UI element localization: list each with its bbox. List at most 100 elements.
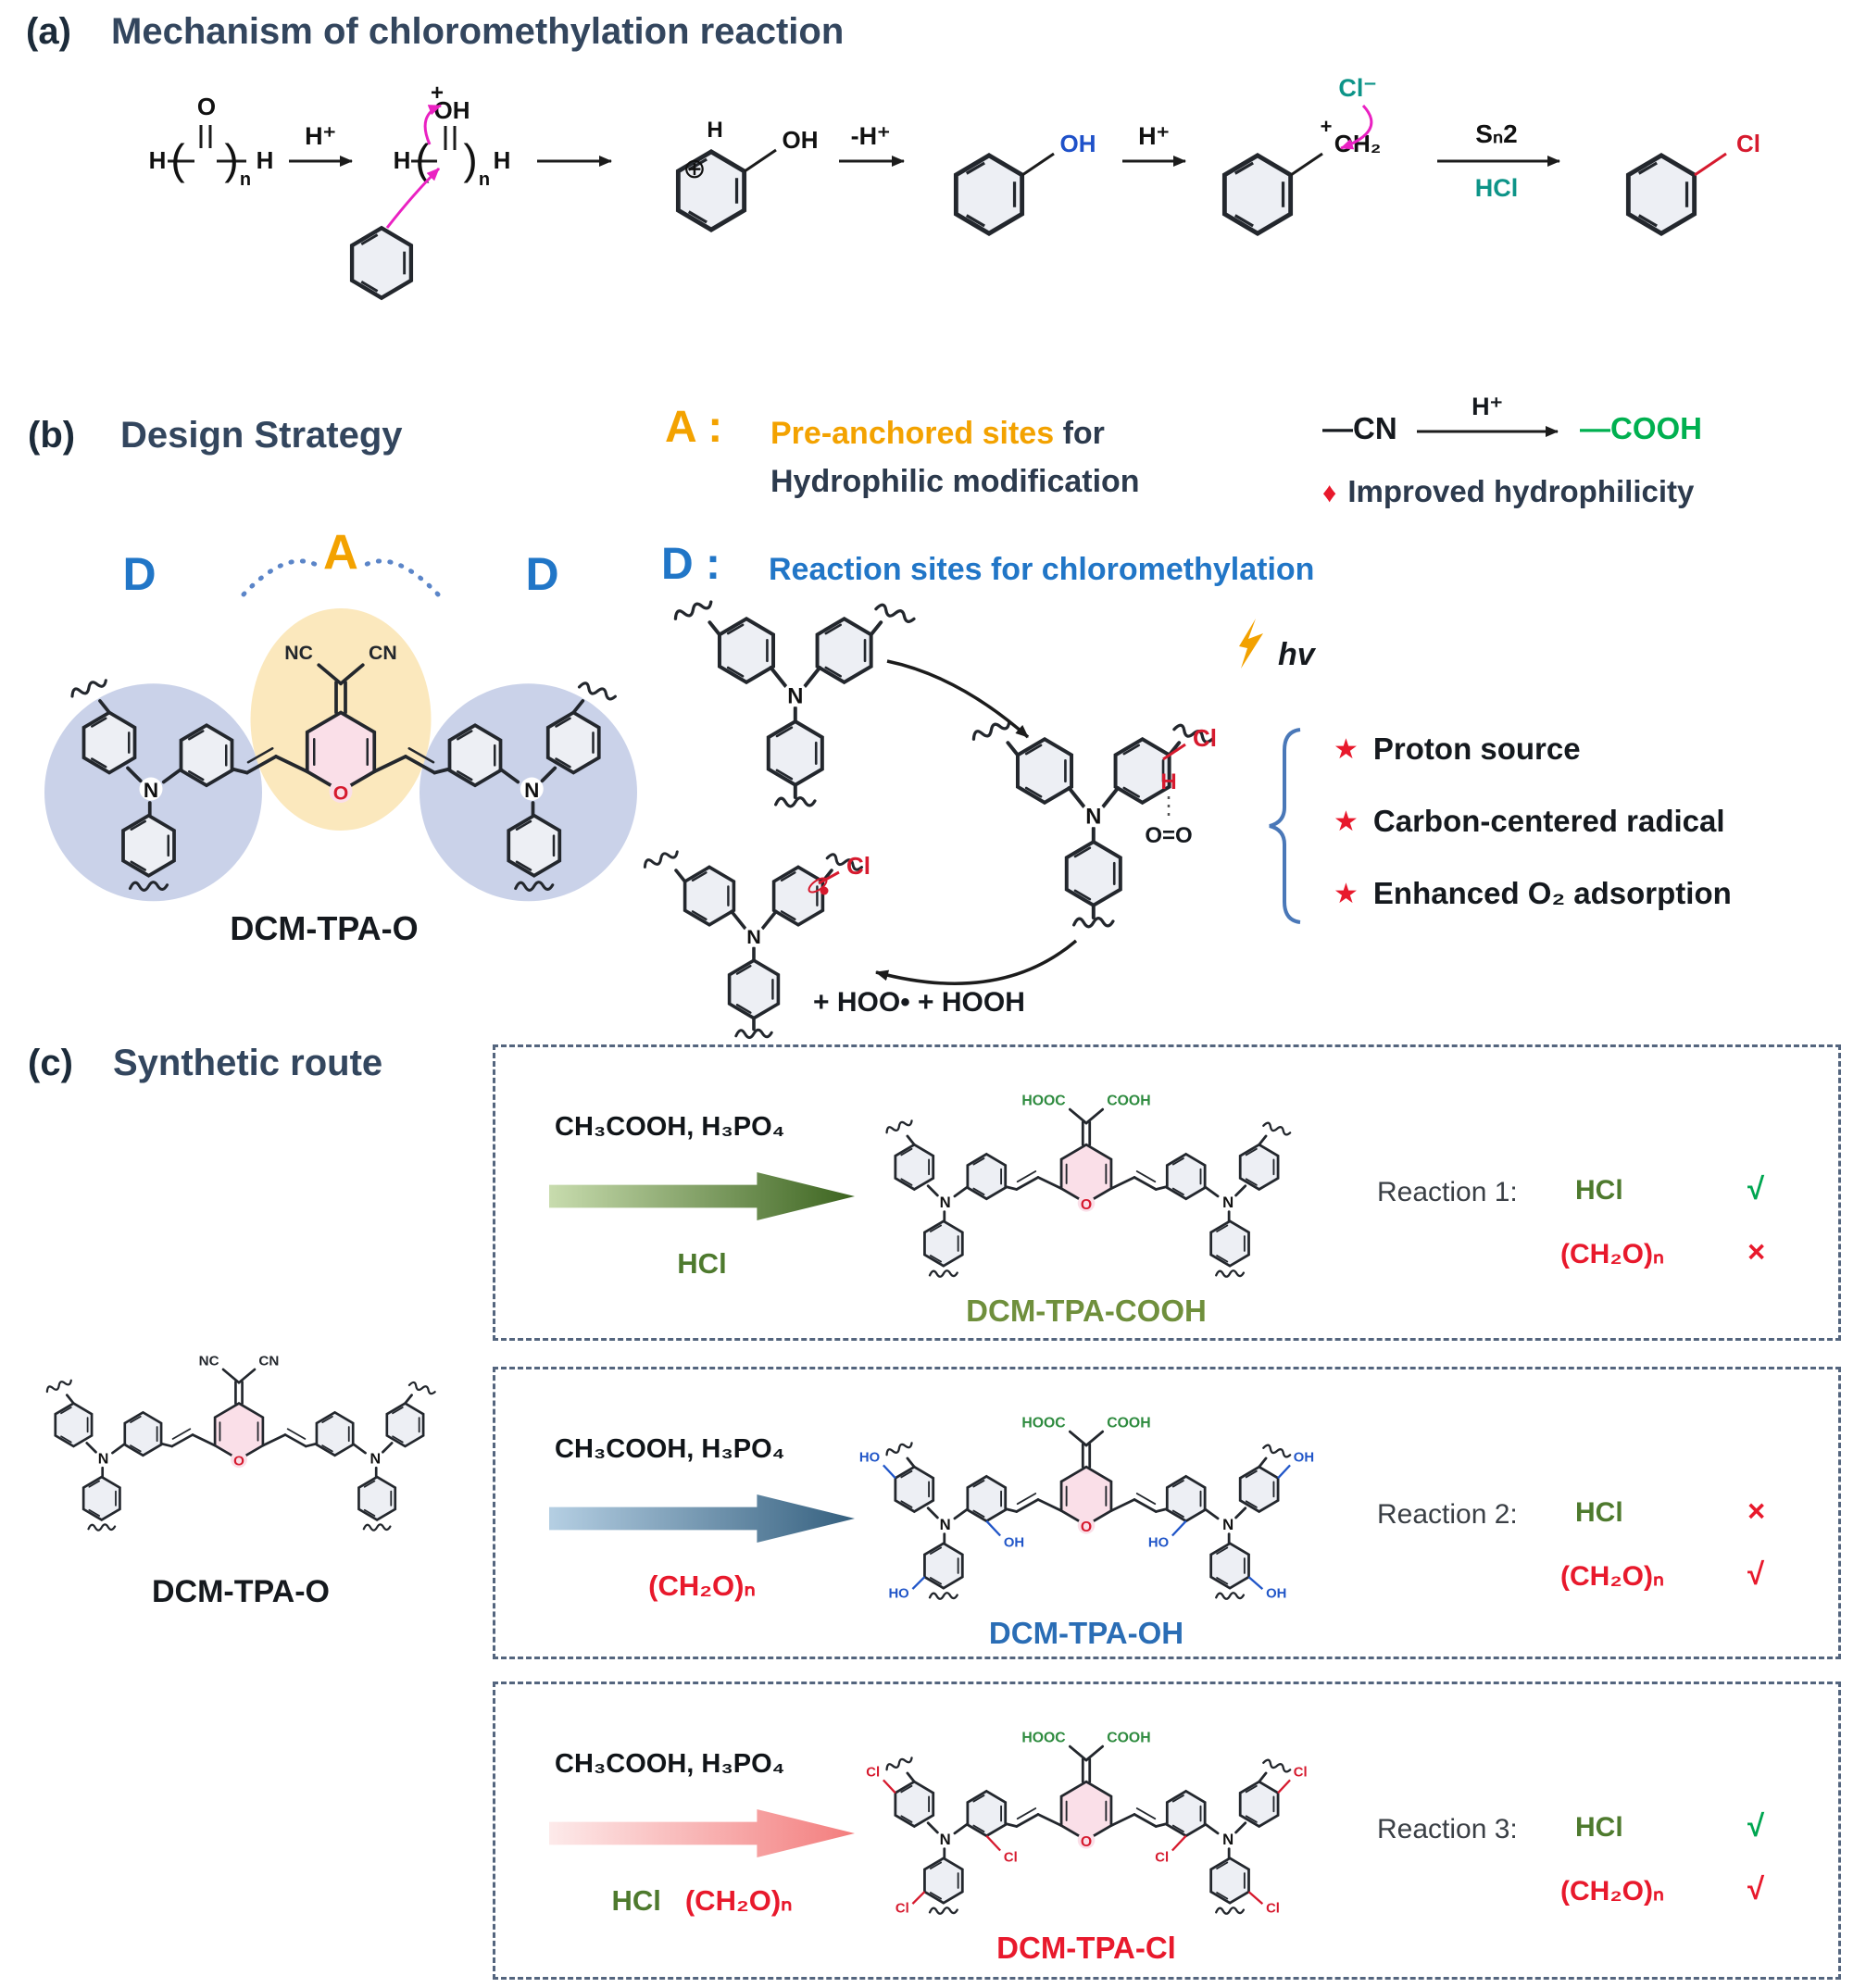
atom-label: OH	[434, 96, 470, 124]
nitrile-label: NC	[284, 642, 313, 664]
reaction-number: Reaction 1:	[1377, 1177, 1518, 1207]
reactant-dcm-tpa-o: NC CN	[7, 1354, 470, 1570]
structure-oxocarbenium: + OH H ( ) n H	[352, 81, 510, 298]
panel-b-title: Design Strategy	[120, 415, 403, 456]
reagents-top: CH₃COOH, H₃PO₄	[555, 1434, 785, 1464]
subscript-n: n	[479, 169, 490, 190]
carboxyl-label: HOOC	[1021, 1731, 1065, 1746]
carboxyl-label: HOOC	[1021, 1416, 1065, 1432]
oh-label: OH	[1004, 1536, 1024, 1551]
molecule-skeleton: NC CN	[70, 642, 617, 890]
reaction-box-3: CH₃COOH, H₃PO₄ HCl (CH₂O)ₙ HOOC COOH Cl …	[493, 1682, 1841, 1980]
carboxyl-label: COOH	[1107, 1416, 1150, 1432]
structure-benzyl-alcohol: OH	[956, 130, 1096, 233]
reagents-bottom: HCl	[549, 1247, 855, 1281]
carboxyl-label: COOH	[1107, 1731, 1150, 1746]
hcl-label: HCl	[1475, 174, 1519, 202]
atom-label: OH	[1060, 130, 1096, 157]
atom-label: Cl	[1193, 724, 1217, 752]
hcl-item: HCl	[1575, 1812, 1623, 1843]
reactant-label: DCM-TPA-O	[152, 1574, 330, 1609]
structure-oxocarbenium-2: + OH₂ Cl⁻	[1224, 74, 1381, 233]
sn2-label: Sₙ2	[1475, 119, 1517, 148]
oh-label: HO	[1148, 1536, 1169, 1551]
star-icon: ★	[1334, 733, 1359, 765]
bullet-text: Enhanced O₂ adsorption	[1372, 876, 1732, 910]
panel-a-tag: (a)	[26, 11, 71, 52]
chloride-ion: Cl⁻	[1338, 74, 1376, 102]
radical-site: Cl	[808, 852, 870, 895]
bracket	[1269, 728, 1301, 924]
reaction-number: Reaction 2:	[1377, 1499, 1518, 1530]
reaction-summary: Reaction 3: HCl √ (CH₂O)ₙ √	[1377, 1808, 1831, 1929]
structure-arenium: ⊕ H OH	[678, 118, 819, 230]
improved-hydrophilicity-note: ♦ Improved hydrophilicity	[1322, 474, 1694, 509]
nitrile-label: CN	[369, 642, 397, 664]
step-arrow-1: H⁺	[289, 122, 353, 167]
ch2o-reagent: (CH₂O)ₙ	[684, 1884, 793, 1917]
bullet-proton-source: ★ Proton source	[1334, 731, 1581, 767]
arrow-label: H⁺	[1472, 393, 1503, 420]
product-dcm-tpa-cl: HOOC COOH Cl Cl Cl Cl Cl Cl	[866, 1731, 1307, 1917]
curved-arrow	[385, 167, 441, 229]
cl-label: Cl	[1266, 1901, 1280, 1916]
product-label: DCM-TPA-COOH	[966, 1294, 1207, 1328]
plus-charge: +	[431, 81, 444, 106]
paren: (	[415, 135, 430, 183]
check-mark: √	[1747, 1871, 1765, 1906]
star-icon: ★	[1334, 878, 1359, 909]
chloromethyl-groups: Cl Cl Cl Cl Cl Cl	[866, 1766, 1307, 1917]
check-mark: √	[1747, 1557, 1765, 1591]
reagents-top: CH₃COOH, H₃PO₄	[555, 1749, 785, 1779]
oxygen-molecule: O=O	[1145, 823, 1192, 848]
improved-text: Improved hydrophilicity	[1347, 474, 1695, 508]
panel-c-title: Synthetic route	[113, 1043, 383, 1083]
diamond-icon: ♦	[1322, 478, 1337, 508]
a-line1-highlight: Pre-anchored sites	[770, 416, 1055, 451]
reaction-summary: Reaction 2: HCl × (CH₂O)ₙ √	[1377, 1494, 1831, 1614]
curved-arrow	[423, 104, 442, 145]
atom-label: OH₂	[1334, 130, 1382, 157]
cross-mark: ×	[1747, 1234, 1766, 1269]
paren: )	[224, 135, 238, 183]
reaction-arrow	[549, 1171, 855, 1221]
atom-label: OH	[783, 126, 819, 154]
paren: (	[170, 135, 185, 183]
ch2o-item: (CH₂O)ₙ	[1560, 1239, 1664, 1269]
carboxyl-label: HOOC	[1021, 1094, 1065, 1109]
oh-label: HO	[888, 1586, 908, 1601]
structure-aldehyde: O H ( ) n H	[149, 93, 274, 190]
cooh-group: —COOH	[1580, 411, 1702, 445]
curved-arrow	[875, 939, 1078, 985]
bullet-carbon-radical: ★ Carbon-centered radical	[1334, 804, 1725, 839]
byproducts-text: + HOO• + HOOH	[813, 987, 1025, 1018]
oh-label: OH	[1294, 1451, 1314, 1466]
atom-label: H	[394, 146, 411, 174]
mechanism-scheme: O H ( ) n H H⁺ + OH H ( ) n H	[149, 74, 1760, 304]
ch2o-item: (CH₂O)ₙ	[1560, 1561, 1664, 1592]
carboxyl-label: COOH	[1107, 1094, 1150, 1109]
plus-charge: +	[1321, 115, 1333, 138]
a-line1-rest: for	[1054, 416, 1105, 451]
reaction-box-1: CH₃COOH, H₃PO₄ HCl HOOC COOH DCM-TPA-COO…	[493, 1044, 1841, 1341]
hv-label: hv	[1278, 637, 1317, 672]
product-dcm-tpa-cooh: HOOC COOH	[845, 1094, 1327, 1319]
atom-label: H	[707, 118, 722, 143]
hcl-reagent: HCl	[677, 1247, 727, 1280]
star-icon: ★	[1334, 806, 1359, 837]
product-dcm-tpa-oh: HOOC COOH HO OH HO OH HO OH	[859, 1416, 1314, 1602]
atom-label: H	[1160, 769, 1176, 794]
cross-mark: ×	[1747, 1494, 1766, 1528]
d-mark-right: D	[525, 548, 558, 600]
step-arrow-5: Sₙ2 HCl	[1437, 119, 1560, 202]
structure-benzyl-chloride: Cl	[1628, 130, 1760, 233]
reaction-summary: Reaction 1: HCl √ (CH₂O)ₙ ×	[1377, 1171, 1831, 1292]
ch2o-item: (CH₂O)ₙ	[1560, 1876, 1664, 1907]
a-description: Pre-anchored sites for Hydrophilic modif…	[770, 409, 1326, 506]
panel-b-tag: (b)	[28, 415, 76, 456]
dotted-arc-right	[364, 558, 441, 597]
atom-label: H	[257, 146, 274, 174]
cl-label: Cl	[866, 1766, 880, 1781]
arrow-label: H⁺	[305, 122, 336, 150]
